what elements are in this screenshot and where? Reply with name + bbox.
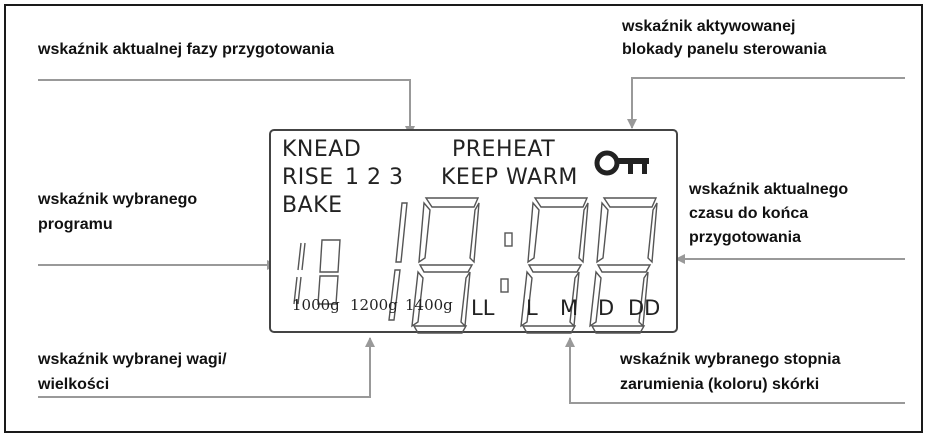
lock-indicator-label-line1: wskaźnik aktywowanej [622, 18, 796, 35]
lcd-knead: KNEAD [282, 137, 362, 162]
lock-indicator-label-line2: blokady panelu sterowania [622, 41, 827, 58]
lcd-bake: BAKE [282, 193, 343, 218]
time-digit-1 [388, 202, 408, 321]
time-digit-2 [411, 197, 480, 334]
lcd-crust-dd: DD [628, 296, 661, 320]
lcd-rise-phases: 1 2 3 [345, 165, 404, 190]
diagram-frame [4, 4, 923, 433]
lcd-crust-ll: LL [471, 296, 495, 320]
colon-top [504, 232, 513, 247]
lcd-crust-l: L [526, 296, 538, 320]
program-indicator-label-line1: wskaźnik wybranego [38, 191, 198, 208]
lcd-weight-1200: 1200g [350, 296, 398, 314]
program-indicator-label-line2: programu [38, 216, 113, 233]
time-indicator-label-line1: wskaźnik aktualnego [689, 181, 849, 198]
crust-indicator-label-line1: wskaźnik wybranego stopnia [620, 351, 841, 368]
time-indicator-label-line2: czasu do końca [689, 205, 809, 222]
program-digit-1 [293, 242, 306, 305]
key-icon [594, 150, 649, 176]
lcd-preheat: PREHEAT [452, 137, 556, 162]
weight-indicator-label-line1: wskaźnik wybranej wagi/ [38, 351, 227, 368]
lcd-weight-1400: 1400g [405, 296, 453, 314]
phase-leader-line [38, 79, 415, 136]
lcd-crust-d: D [598, 296, 615, 320]
lcd-weight-1000: 1000g [292, 296, 340, 314]
segment-digits [293, 197, 658, 334]
time-digit-4 [589, 197, 658, 334]
crust-leader-line [565, 337, 905, 404]
lcd-keep-warm: KEEP WARM [441, 165, 578, 190]
time-digit-3 [520, 197, 589, 334]
weight-leader-line [38, 337, 375, 398]
crust-indicator-label-line2: zarumienia (koloru) skórki [620, 376, 820, 393]
weight-indicator-label-line2: wielkości [38, 376, 110, 393]
lcd-rise: RISE [282, 165, 334, 190]
lock-leader-line [627, 77, 905, 129]
colon-bottom [500, 278, 509, 293]
lcd-crust-m: M [560, 296, 579, 320]
time-indicator-label-line3: przygotowania [689, 229, 802, 246]
phase-indicator-label: wskaźnik aktualnej fazy przygotowania [38, 41, 335, 58]
program-digit-2 [317, 239, 341, 305]
